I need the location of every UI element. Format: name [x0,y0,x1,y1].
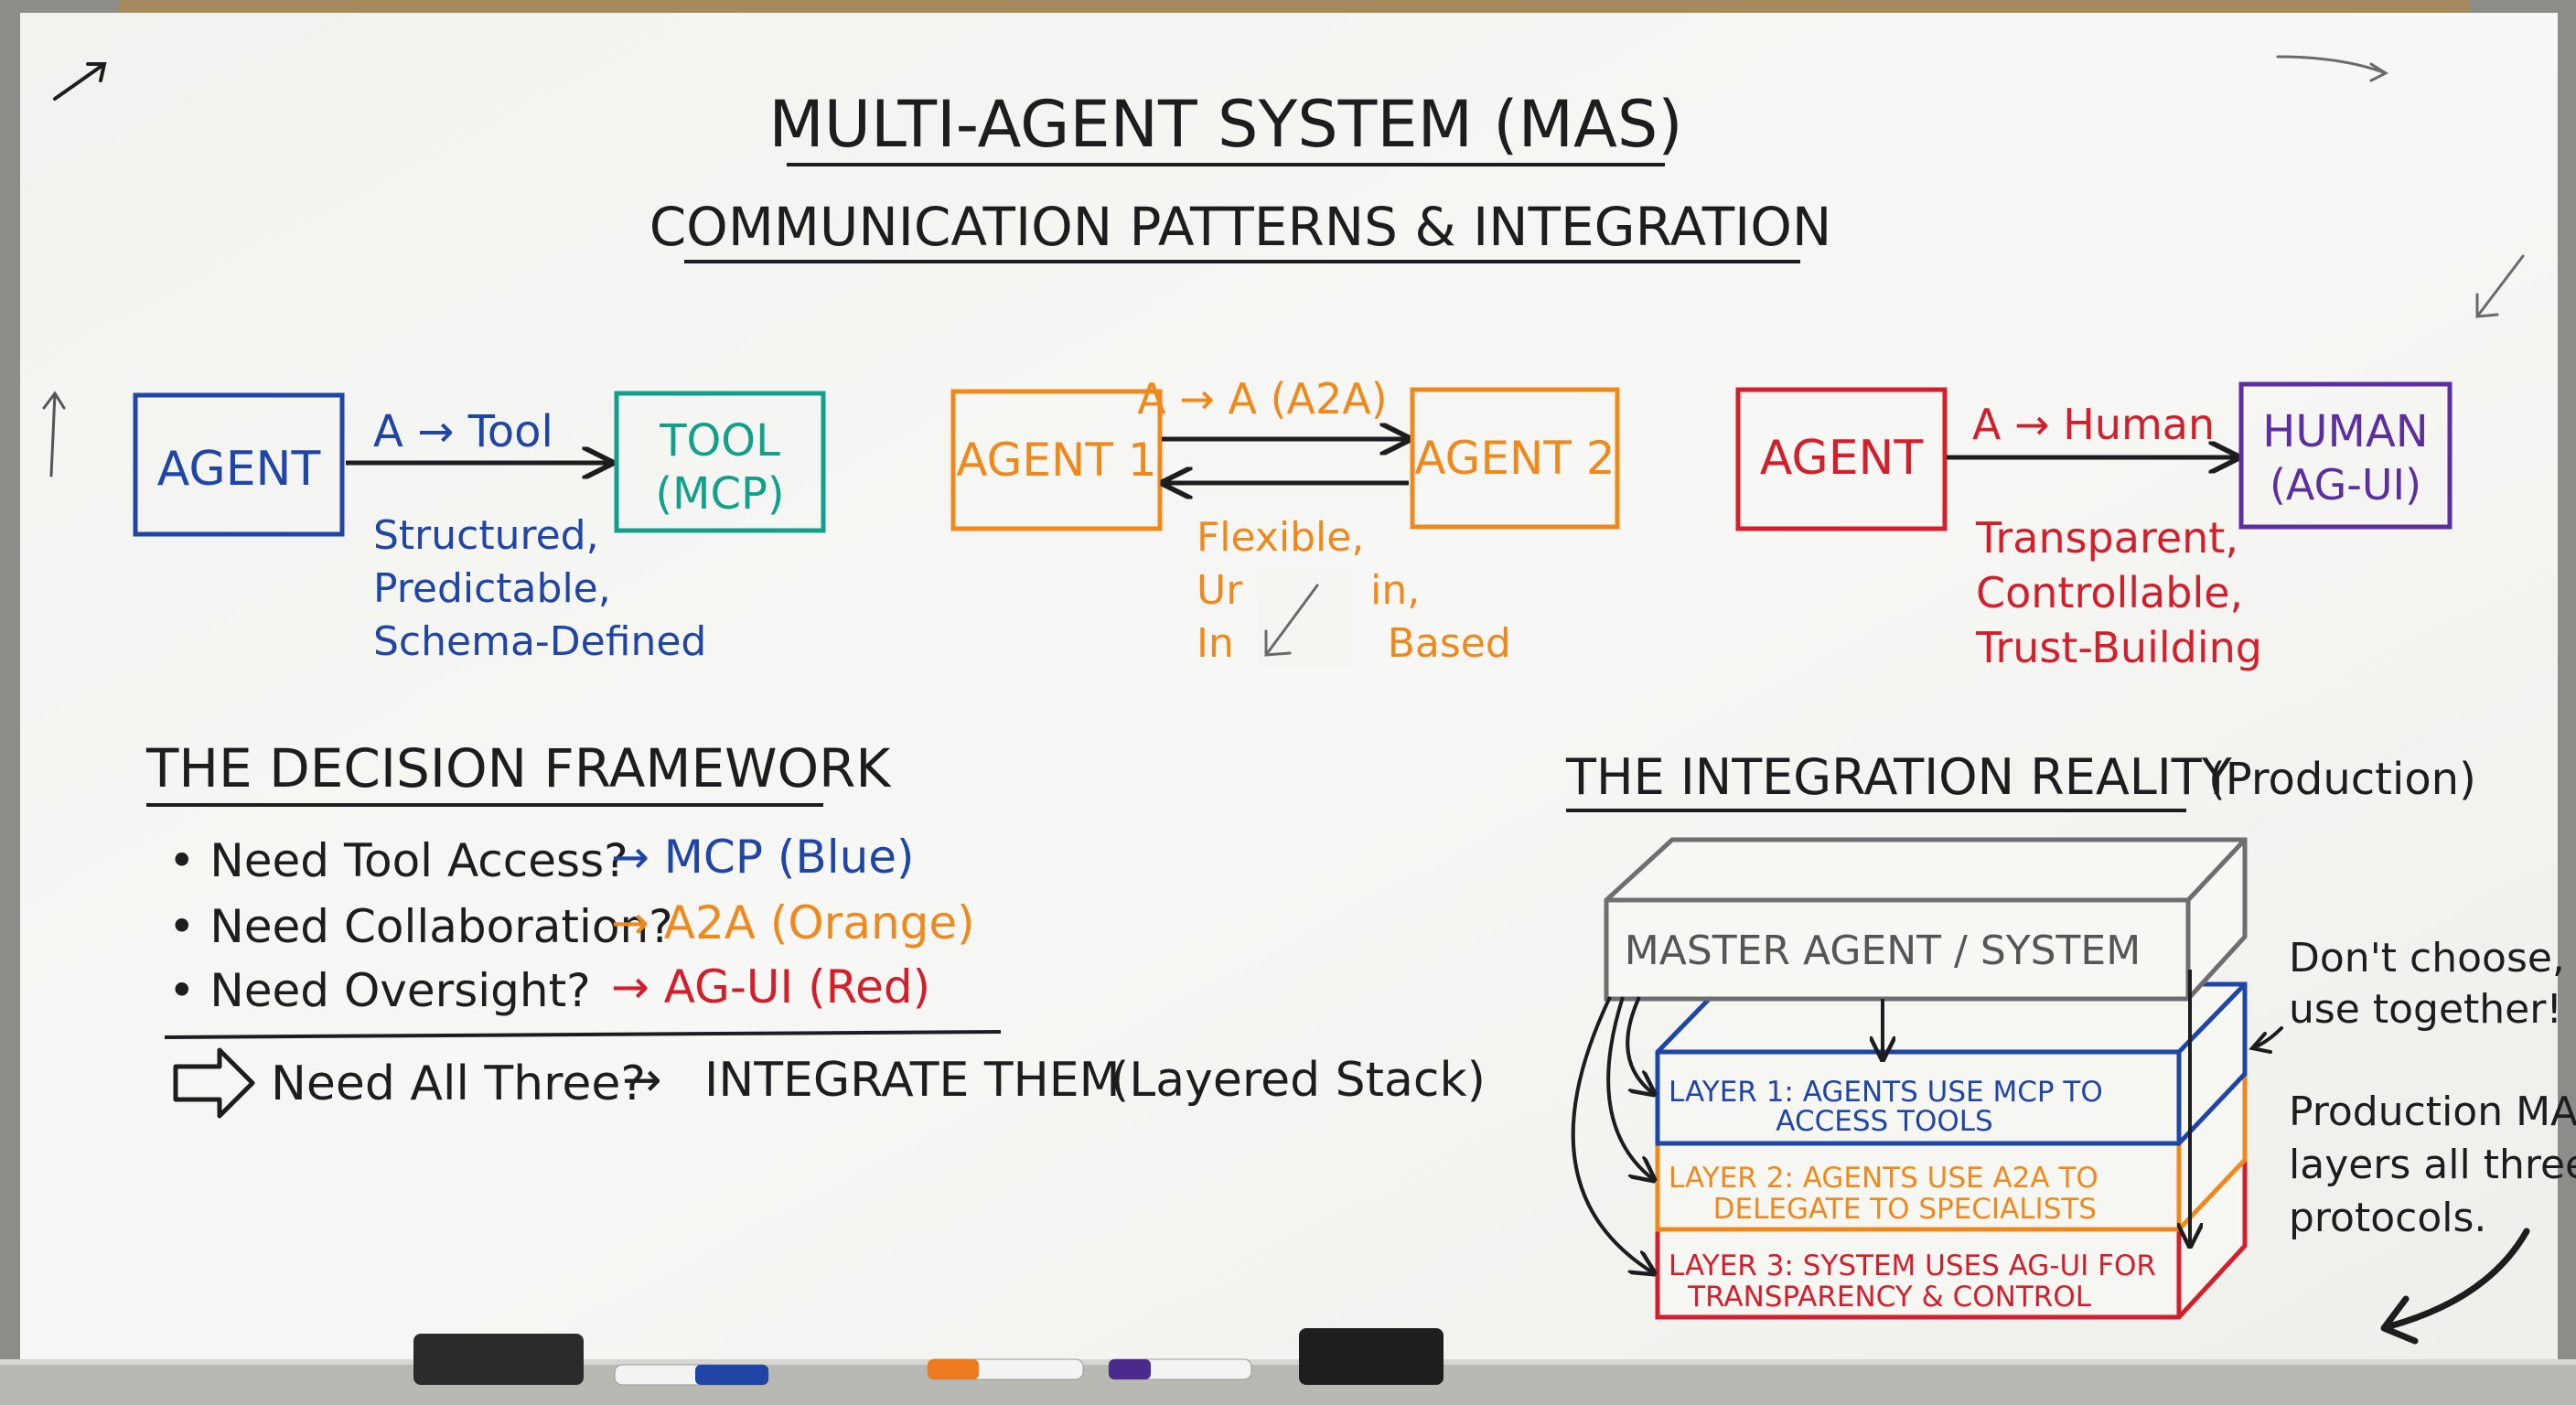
master-to-layer1-curve [1626,996,1654,1094]
stray-arrow-mark [2475,254,2525,318]
purple-marker[interactable] [1108,1358,1252,1380]
integration-note-top: Don't choose, [2289,935,2565,981]
integration-note-top: use together! [2289,986,2562,1033]
eraser-left[interactable] [413,1334,584,1385]
layer-3-label: LAYER 3: SYSTEM USES AG-UI FOR [1669,1249,2156,1282]
note-big-arrow [2380,1228,2530,1345]
decision-framework: THE DECISION FRAMEWORK • Need Tool Acces… [145,737,1486,1119]
eraser-right[interactable] [1299,1328,1444,1385]
agui-trait: Controllable, [1976,568,2243,617]
hollow-arrow-icon [173,1047,255,1119]
a2a-arrow-label: A → A (A2A) [1137,374,1387,424]
agent-box-mcp[interactable] [133,392,345,537]
pattern-agui: AGENT A → Human HUMAN (AG-UI) Transparen… [1735,381,2453,672]
layer-1-block[interactable]: LAYER 1: AGENTS USE MCP TO ACCESS TOOLS [1655,981,2248,1146]
agent-label-mcp: AGENT [157,442,321,497]
integration-note-bottom: Production MAS [2289,1089,2576,1135]
divider [164,1030,1002,1039]
mcp-trait: Predictable, [373,565,611,612]
layer-1-label: LAYER 1: AGENTS USE MCP TO [1669,1076,2103,1109]
a2a-trait: Flexible, [1197,514,1364,561]
page-title: MULTI-AGENT SYSTEM (MAS) [768,87,1682,162]
integration-note-bottom: protocols. [2289,1195,2486,1241]
human-protocol-label: (AG-UI) [2270,460,2421,509]
master-to-layer3-curve [1571,996,1654,1273]
agent1-box[interactable] [950,389,1163,531]
master-agent-label: MASTER AGENT / SYSTEM [1625,928,2141,974]
integration-reality: THE INTEGRATION REALITY (Production) LAY… [1565,748,2576,1345]
stray-arrow-mark [53,62,107,101]
blue-marker[interactable] [614,1364,769,1386]
integration-heading-note: (Production) [2208,754,2476,805]
agent-box-agui[interactable] [1735,387,1948,531]
layer-1-label-cont: ACCESS TOOLS [1776,1105,1992,1138]
tool-protocol-label: (MCP) [655,468,784,520]
agent1-label: AGENT 1 [956,434,1156,487]
decision-heading: THE DECISION FRAMEWORK [145,737,892,799]
tool-label: TOOL [659,415,780,467]
note-pointer-arrow [2249,1026,2283,1054]
conclusion-question: Need All Three? [271,1056,646,1111]
decision-question: • Need Collaboration? [168,900,673,953]
stray-arrow-mark [1264,584,1319,657]
mcp-trait: Structured, [373,512,599,559]
decision-answer-agui: → AG-UI (Red) [611,960,930,1014]
agui-trait: Transparent, [1975,513,2238,563]
marker-tray [0,1361,2576,1405]
conclusion-answer: INTEGRATE THEM [704,1053,1120,1108]
layer-2-label-cont: DELEGATE TO SPECIALISTS [1713,1193,2097,1226]
page-subtitle: COMMUNICATION PATTERNS & INTEGRATION [649,196,1832,258]
cork-strip [119,0,2470,13]
decision-question: • Need Oversight? [168,964,591,1017]
decision-answer-mcp: → MCP (Blue) [611,831,915,884]
orange-marker[interactable] [927,1358,1084,1380]
agent2-box[interactable] [1410,387,1620,530]
mcp-trait: Schema-Defined [373,618,706,665]
pattern-mcp: AGENT A → Tool TOOL (MCP) Structured, Pr… [133,391,826,665]
conclusion-note: (Layered Stack) [1111,1053,1486,1108]
agent2-label: AGENT 2 [1414,432,1615,485]
pattern-a2a: AGENT 1 A → A (A2A) AGENT 2 Flexible, Ur… [950,374,1620,668]
erased-smudge [1259,567,1354,668]
layer-2-label: LAYER 2: AGENTS USE A2A TO [1669,1162,2098,1195]
master-agent-block[interactable]: MASTER AGENT / SYSTEM [1604,837,2248,1002]
integration-note-bottom: layers all three [2289,1142,2576,1188]
decision-question: • Need Tool Access? [168,834,628,887]
human-box[interactable] [2238,381,2453,530]
stray-arrow-mark [2276,55,2389,82]
tool-box[interactable] [614,391,826,533]
master-to-layer2-curve [1606,996,1654,1180]
human-label: HUMAN [2262,406,2428,457]
agui-arrow-label: A → Human [1972,400,2215,449]
mcp-arrow-label: A → Tool [373,406,553,457]
stray-arrow-mark [42,391,66,477]
conclusion-arrow: → [622,1053,662,1108]
layer-3-label-cont: TRANSPARENCY & CONTROL [1687,1281,2092,1314]
agui-trait: Trust-Building [1975,623,2262,672]
decision-answer-a2a: → A2A (Orange) [611,896,975,949]
integration-heading: THE INTEGRATION REALITY [1565,748,2233,806]
agent-label-agui: AGENT [1760,431,1924,486]
